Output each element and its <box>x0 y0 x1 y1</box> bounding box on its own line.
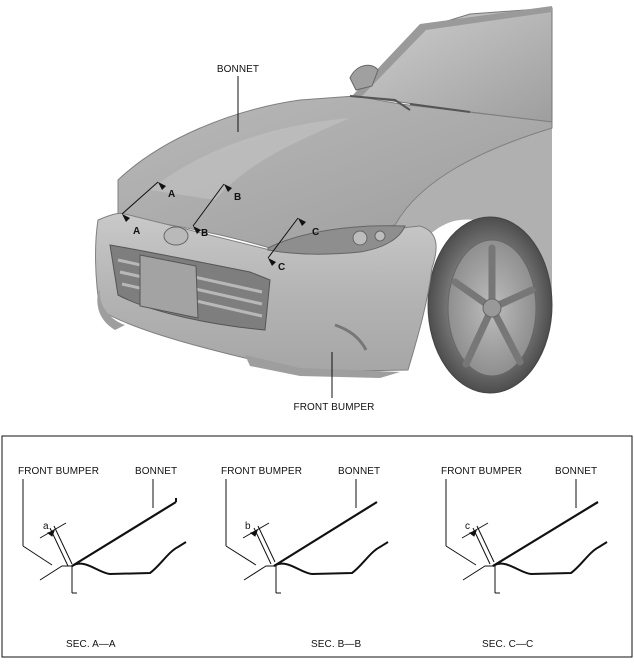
emblem <box>163 226 189 246</box>
section-b-gap-label: b <box>245 521 251 532</box>
car-illustration <box>95 6 553 394</box>
section-a-bonnet-label: BONNET <box>135 466 177 477</box>
section-marker-c-upper: C <box>312 227 319 238</box>
side-mirror <box>349 64 379 91</box>
section-marker-c-lower: C <box>278 262 285 273</box>
front-bumper-label: FRONT BUMPER <box>293 402 374 413</box>
section-a: FRONT BUMPER BONNET a SEC. A—A <box>18 466 187 650</box>
section-c-gap-label: c <box>465 521 470 532</box>
section-b: FRONT BUMPER BONNET b SEC. B—B <box>221 466 389 650</box>
headlight <box>267 225 406 255</box>
bonnet-shape <box>117 95 553 249</box>
section-marker-b-upper: B <box>234 192 241 203</box>
section-c: FRONT BUMPER BONNET c SEC. C—C <box>441 466 608 650</box>
section-marker-a-upper: A <box>168 189 175 200</box>
section-c-bonnet-label: BONNET <box>555 466 597 477</box>
license-plate <box>139 254 199 319</box>
section-marker-b-lower: B <box>201 228 208 239</box>
section-a-front-bumper-label: FRONT BUMPER <box>18 466 99 477</box>
section-b-bonnet-label: BONNET <box>338 466 380 477</box>
section-b-caption: SEC. B—B <box>311 639 361 650</box>
section-c-caption: SEC. C—C <box>482 639 533 650</box>
section-c-front-bumper-label: FRONT BUMPER <box>441 466 522 477</box>
section-panel-border <box>1 435 633 658</box>
bonnet-label: BONNET <box>217 64 259 75</box>
section-a-caption: SEC. A—A <box>66 639 116 650</box>
section-b-front-bumper-label: FRONT BUMPER <box>221 466 302 477</box>
section-a-gap-label: a <box>43 521 49 532</box>
section-marker-a-lower: A <box>133 226 140 237</box>
section-arrows <box>122 182 306 266</box>
leader-lines <box>121 76 333 398</box>
